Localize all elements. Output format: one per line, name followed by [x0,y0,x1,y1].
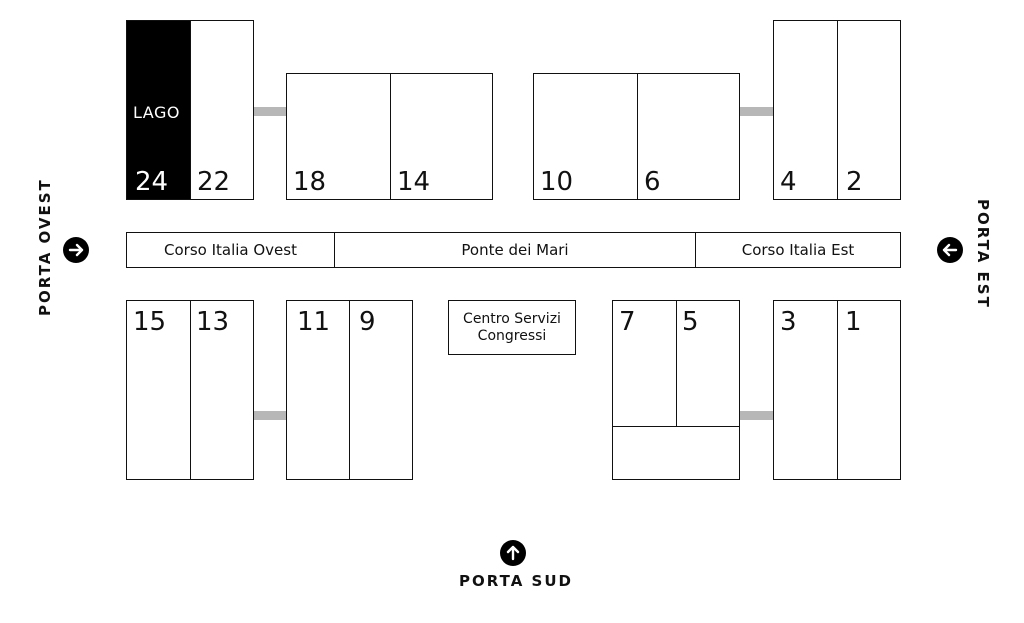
pavilion-3[interactable]: 3 [780,307,797,337]
pavilion-22[interactable]: 22 [197,167,231,197]
pavilion-block-1-3: 3 1 [773,300,901,480]
pavilion-7[interactable]: 7 [619,307,636,337]
arrow-left-icon[interactable] [937,237,963,263]
connector-6-4 [740,107,773,116]
pavilion-6[interactable]: 6 [644,167,661,197]
road-corso-italia-est-label: Corso Italia Est [741,241,855,259]
pavilion-2-cell[interactable]: 2 [837,21,900,199]
arrow-up-icon[interactable] [500,540,526,566]
porta-ovest-label[interactable]: PORTA OVEST [36,178,54,316]
pavilion-2[interactable]: 2 [846,167,863,197]
road-corso-italia-est[interactable]: Corso Italia Est [696,232,901,268]
pavilion-13-cell[interactable]: 13 [190,301,253,479]
pavilion-5-cell[interactable]: 5 [676,301,739,426]
pavilion-13[interactable]: 13 [196,307,230,337]
pavilion-block-9-11: 11 9 [286,300,413,480]
pavilion-block-6-10: 10 6 [533,73,740,200]
porta-sud-label[interactable]: PORTA SUD [459,572,573,590]
pavilion-11[interactable]: 11 [297,307,331,337]
congressi-label: Congressi [477,327,547,344]
centro-servizi-label: Centro Servizi [463,310,561,327]
pavilion-block-22-24: LAGO 24 22 [126,20,254,200]
pavilion-block-14-18: 18 14 [286,73,493,200]
pavilion-6-cell[interactable]: 6 [637,74,741,199]
road-ponte-dei-mari[interactable]: Ponte dei Mari [335,232,696,268]
pavilion-1-cell[interactable]: 1 [837,301,900,479]
road-corso-italia-ovest[interactable]: Corso Italia Ovest [126,232,335,268]
pavilion-18[interactable]: 18 [293,167,327,197]
pavilion-10[interactable]: 10 [540,167,574,197]
road-ponte-dei-mari-label: Ponte dei Mari [461,241,569,259]
porta-est-label[interactable]: PORTA EST [974,199,992,309]
pavilion-block-13-15: 15 13 [126,300,254,480]
pavilion-14[interactable]: 14 [397,167,431,197]
pavilion-15[interactable]: 15 [133,307,167,337]
pavilion-block-2-4: 4 2 [773,20,901,200]
pavilion-block-5-7: 7 5 [612,300,740,480]
lago-area: LAGO 24 [127,21,190,199]
pavilion-1[interactable]: 1 [845,307,862,337]
centro-servizi-congressi[interactable]: Centro Servizi Congressi [448,300,576,355]
pavilion-5-7-divider [613,426,739,427]
pavilion-24[interactable]: 24 [135,167,169,197]
pavilion-14-cell[interactable]: 14 [390,74,494,199]
arrow-right-icon[interactable] [63,237,89,263]
lago-label: LAGO [133,103,180,122]
connector-5-3 [740,411,773,420]
pavilion-5[interactable]: 5 [682,307,699,337]
pavilion-9[interactable]: 9 [359,307,376,337]
pavilion-4[interactable]: 4 [780,167,797,197]
connector-13-11 [254,411,286,420]
pavilion-22-cell[interactable]: 22 [190,21,253,199]
pavilion-9-cell[interactable]: 9 [349,301,412,479]
road-corso-italia-ovest-label: Corso Italia Ovest [164,241,297,259]
connector-22-18 [254,107,286,116]
